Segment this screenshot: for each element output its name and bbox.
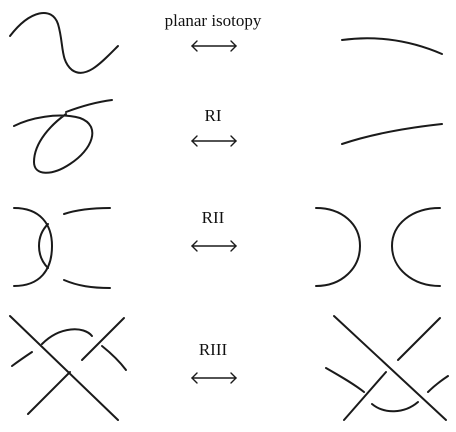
isotopy-right-arc bbox=[341, 37, 443, 55]
rii-left-under-strand-top bbox=[63, 207, 111, 215]
riii-left-middle-strand-lower bbox=[27, 371, 71, 415]
rii-left-under-strand-middle bbox=[38, 223, 49, 269]
double-headed-arrow-icon bbox=[191, 40, 237, 52]
rii-left-over-strand bbox=[13, 207, 54, 287]
move-label-planar-isotopy: planar isotopy bbox=[164, 11, 262, 30]
riii-right-under-strand-right bbox=[427, 375, 449, 393]
riii-right-middle-strand-lower bbox=[343, 371, 387, 421]
move-label-riii: RIII bbox=[198, 340, 228, 359]
move-label-rii: RII bbox=[201, 208, 225, 227]
riii-right-top-strand bbox=[333, 315, 447, 421]
move-label-ri: RI bbox=[204, 106, 222, 125]
riii-right-under-strand-left bbox=[325, 367, 365, 393]
riii-left-top-strand bbox=[9, 315, 119, 421]
riii-right-under-strand-arc bbox=[371, 401, 419, 413]
riii-left-middle-strand-upper bbox=[81, 317, 125, 361]
rii-right-right-arc bbox=[390, 207, 441, 287]
riii-left-under-strand-right bbox=[101, 345, 127, 371]
double-headed-arrow-icon bbox=[191, 240, 237, 252]
isotopy-left-curve bbox=[9, 12, 119, 74]
ri-left-upper-strand bbox=[65, 99, 113, 113]
double-headed-arrow-icon bbox=[191, 372, 237, 384]
riii-left-under-strand-left bbox=[11, 351, 33, 367]
ri-right-arc bbox=[341, 123, 443, 145]
riii-left-under-strand-arc bbox=[41, 328, 93, 345]
double-headed-arrow-icon bbox=[191, 135, 237, 147]
riii-right-middle-strand-upper bbox=[397, 317, 441, 361]
rii-left-under-strand-bottom bbox=[63, 279, 111, 289]
rii-right-left-arc bbox=[315, 207, 362, 287]
ri-left-loop-strand bbox=[13, 113, 94, 174]
